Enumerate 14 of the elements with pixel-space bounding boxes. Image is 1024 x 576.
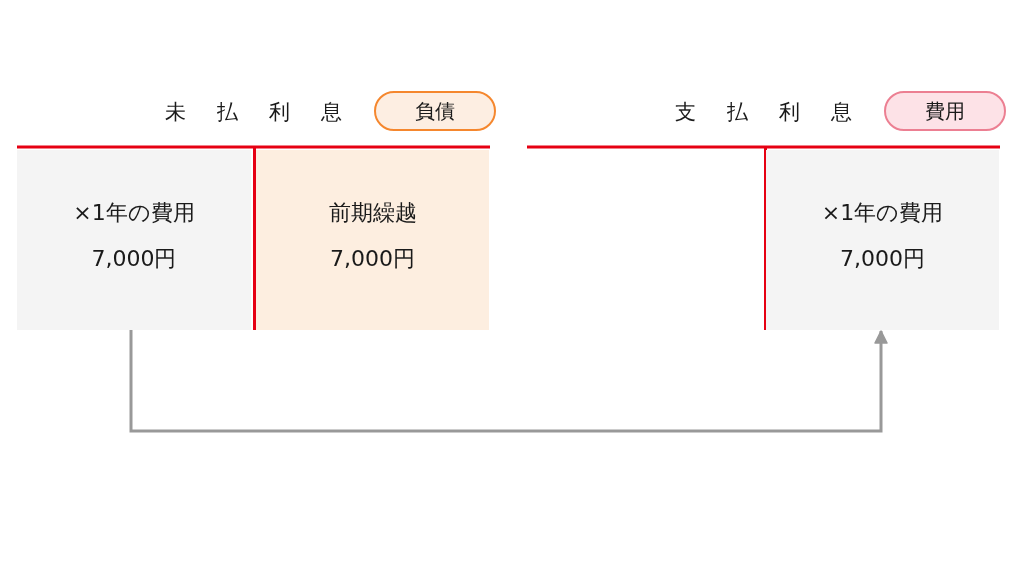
ledger-entry — [256, 150, 489, 330]
entry-description: 前期繰越 — [328, 199, 417, 227]
entry-description: ×1年の費用 — [821, 199, 944, 227]
account-title: 支払利息 — [675, 99, 883, 126]
account-category-tag: 負債 — [374, 91, 496, 131]
account-title: 未払利息 — [165, 99, 373, 126]
transfer-arrow — [129, 330, 888, 433]
account-category-tag: 費用 — [884, 91, 1006, 131]
ledger-entry — [17, 150, 251, 330]
ledger-entry — [766, 150, 999, 330]
entry-amount: 7,000円 — [330, 245, 415, 273]
entry-amount: 7,000円 — [91, 245, 177, 273]
entry-amount: 7,000円 — [840, 245, 925, 273]
entry-description: ×1年の費用 — [73, 199, 195, 227]
